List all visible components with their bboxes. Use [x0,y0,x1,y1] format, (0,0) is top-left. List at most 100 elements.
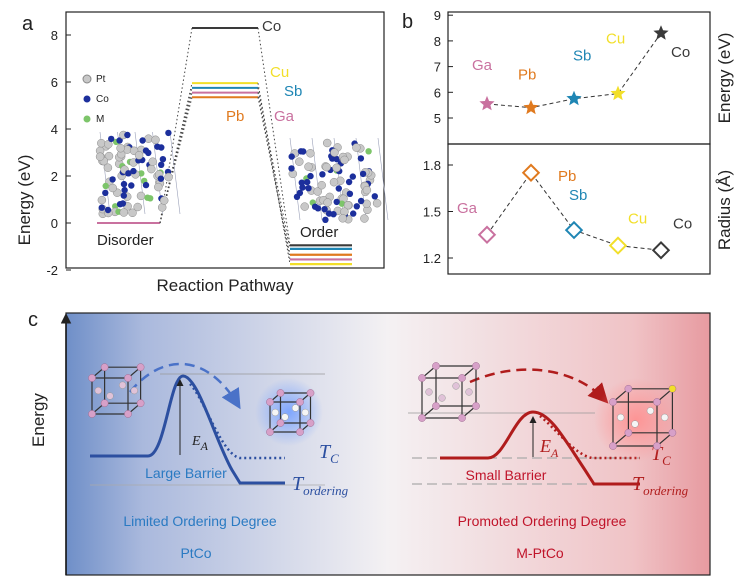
ptco-ea-subscript: A [200,439,209,453]
mptco-transition-arrow [469,368,609,404]
cell-face-atom [118,381,127,389]
crystal-atom [109,176,116,183]
crystal-atom [322,138,332,148]
crystal-atom [323,198,332,207]
energy-label-Pb: Pb [518,67,536,84]
crystal-atom [119,208,129,217]
connector2-Pb [257,97,291,255]
crystal-bond [169,131,181,215]
crystal-atom [102,189,109,197]
crystal-atom [108,183,117,193]
crystal-atom [116,137,123,144]
connector2-Cu [257,83,291,265]
cell-corner-atom [276,389,285,397]
crystal-atom [142,181,150,189]
crystal-atom [338,214,347,223]
crystal-atom [306,149,315,158]
mptco-tordering-label: Tordering [632,473,689,498]
radius-marker-Cu [608,236,628,255]
ptco-ordered-glow [255,378,323,446]
energy-marker-Cu [610,85,626,101]
cell-corner-atom [472,362,480,370]
panel-b-top-tick-label: 6 [434,85,441,100]
energy-marker-Pb [523,99,539,115]
ptco-tordering-subscript: ordering [303,483,349,498]
crystal-atom [288,165,295,172]
crystal-atom [102,182,109,190]
crystal-atom [130,167,137,175]
crystal-atom [104,151,114,161]
panel-a-xlabel: Reaction Pathway [156,276,294,295]
cell-face-atom [281,413,289,421]
panel-b-bottom-tick-label: 1.2 [423,251,441,266]
cell-corner-atom [458,414,466,422]
mptco-tordering-subscript: ordering [643,483,689,498]
crystal-atom [314,205,322,212]
ptco-ea-symbol: E [191,434,201,449]
cell-corner-atom [653,398,661,406]
cell-corner-atom [136,363,145,372]
cell-corner-atom [100,363,109,372]
ptco-tc-subscript: C [330,451,339,466]
cell-face-atom [646,407,655,415]
energy-marker-Sb [566,90,582,106]
ptco-initial-unit-cell [88,363,145,418]
crystal-atom [352,143,361,152]
panel-b-bottom-y-ticks: 1.21.51.8 [423,158,453,266]
crystal-atom [362,185,372,195]
crystal-atom [300,148,307,155]
panel-a-tick-label: 6 [51,75,58,90]
panel-a-legend: Pt Co M [82,74,109,125]
crystal-atom [350,210,357,217]
cell-corner-atom [472,402,480,410]
radius-label-Sb: Sb [569,187,587,204]
cell-corner-atom [418,414,426,422]
crystal-atom [321,206,328,213]
crystal-atom [119,200,127,207]
crystal-atom [125,170,132,177]
ptco-barrier-curve [90,374,285,485]
ptco-transition-arrow [129,362,241,410]
cell-corner-atom [306,419,315,427]
panel-a-ylabel: Energy (eV) [15,155,34,246]
crystal-atom [165,129,172,137]
ptco-tc-label: TC [319,441,339,466]
cell-face-atom [106,392,114,400]
ptco-tordering-symbol: T [292,473,305,495]
radius-label-Cu: Cu [628,211,647,228]
connector-Sb [159,87,193,224]
crystal-atom [307,172,314,180]
cell-corner-atom [624,428,633,437]
crystal-atom [97,138,106,148]
crystal-atom [164,172,173,182]
ptco-tc-symbol: T [319,441,332,463]
ptco-energy-profile: EA TC Tordering Large Barrier Limited Or… [90,362,349,561]
mptco-ea-label: EA [539,436,559,460]
crystal-atom [139,137,146,144]
panel-a-tick-label: 4 [51,122,58,137]
cell-corner-atom [624,384,633,393]
radius-label-Pb: Pb [558,168,576,185]
cell-corner-atom [458,374,466,382]
disordered-crystal-image [95,129,181,219]
energy-label-Sb: Sb [573,48,591,65]
crystal-atom [296,189,304,197]
crystal-atom [329,177,339,187]
crystal-atom [371,193,378,200]
panel-b-top-tick-label: 8 [434,34,441,49]
radius-label-Ga: Ga [457,200,478,217]
cell-corner-atom [668,384,677,393]
crystal-atom [340,155,349,165]
ptco-tordering-label: Tordering [292,473,349,498]
radius-marker-Ga [477,225,497,244]
cell-corner-atom [266,428,274,436]
cell-corner-atom [668,428,677,437]
cell-corner-atom [653,442,661,450]
mptco-final-unit-cell [609,384,677,450]
crystal-atom [159,196,169,205]
crystal-bond [377,137,389,221]
